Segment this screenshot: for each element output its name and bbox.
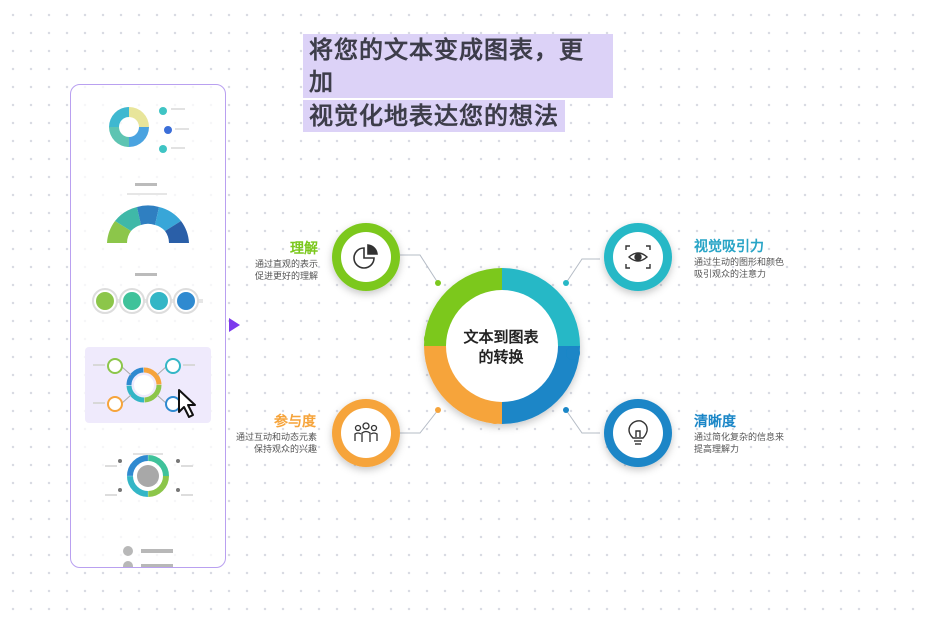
desc-understand-line-2: 促进更好的理解 [254,272,318,282]
center-label-line-1: 文本到图表 [463,328,539,346]
node-clarity[interactable] [604,399,672,467]
mindmap-diagram-icon[interactable] [93,358,195,412]
connector-dot [563,280,569,286]
label-understand: 理解 [290,241,318,257]
pie-chart-icon [353,244,378,269]
desc-visual: 通过生动的图形和颜色 吸引观众的注意力 [694,257,834,281]
people-icon [354,422,378,442]
desc-clarity-line-2: 提高理解力 [694,445,740,455]
donut-diagram-icon[interactable] [105,453,193,497]
desc-understand: 通过直观的表示 促进更好的理解 [208,259,318,283]
headline: 将您的文本变成图表，更加 视觉化地表达您的想法 [303,34,613,134]
mouse-cursor-icon [178,389,196,418]
list-diagram-icon[interactable] [123,546,173,567]
headline-line-2: 视觉化地表达您的想法 [303,100,565,132]
desc-visual-line-2: 吸引观众的注意力 [694,270,767,280]
desc-understand-line-1: 通过直观的表示 [254,260,318,270]
panel-arrow-icon[interactable] [229,318,240,332]
connector-dot [563,407,569,413]
template-gallery[interactable] [70,84,226,568]
label-engage: 参与度 [274,414,316,430]
node-engage[interactable] [332,399,400,467]
lightbulb-icon [628,420,648,445]
desc-clarity: 通过简化复杂的信息来 提高理解力 [694,432,834,456]
desc-engage-line-1: 通过互动和动态元素 [235,433,317,443]
cycle-diagram-icon[interactable] [109,107,189,153]
center-ring[interactable] [424,268,580,424]
center-label-line-2: 的转换 [478,348,524,366]
connectors [400,254,600,434]
desc-clarity-line-1: 通过简化复杂的信息来 [694,433,785,443]
headline-line-1: 将您的文本变成图表，更加 [303,34,613,98]
label-visual: 视觉吸引力 [694,239,764,255]
label-clarity: 清晰度 [694,414,736,430]
node-understand[interactable] [332,223,400,291]
desc-engage: 通过互动和动态元素 保持观众的兴趣 [196,432,317,456]
connector-dot [435,280,441,286]
connector-dot [435,407,441,413]
separator [135,273,157,276]
desc-visual-line-1: 通过生动的图形和颜色 [694,258,785,268]
center-label: 文本到图表 的转换 [453,327,549,367]
circles-row-icon[interactable] [92,288,203,314]
eye-icon [625,245,651,269]
semicircle-diagram-icon[interactable] [107,193,189,243]
desc-engage-line-2: 保持观众的兴趣 [253,445,317,455]
separator [135,183,157,186]
